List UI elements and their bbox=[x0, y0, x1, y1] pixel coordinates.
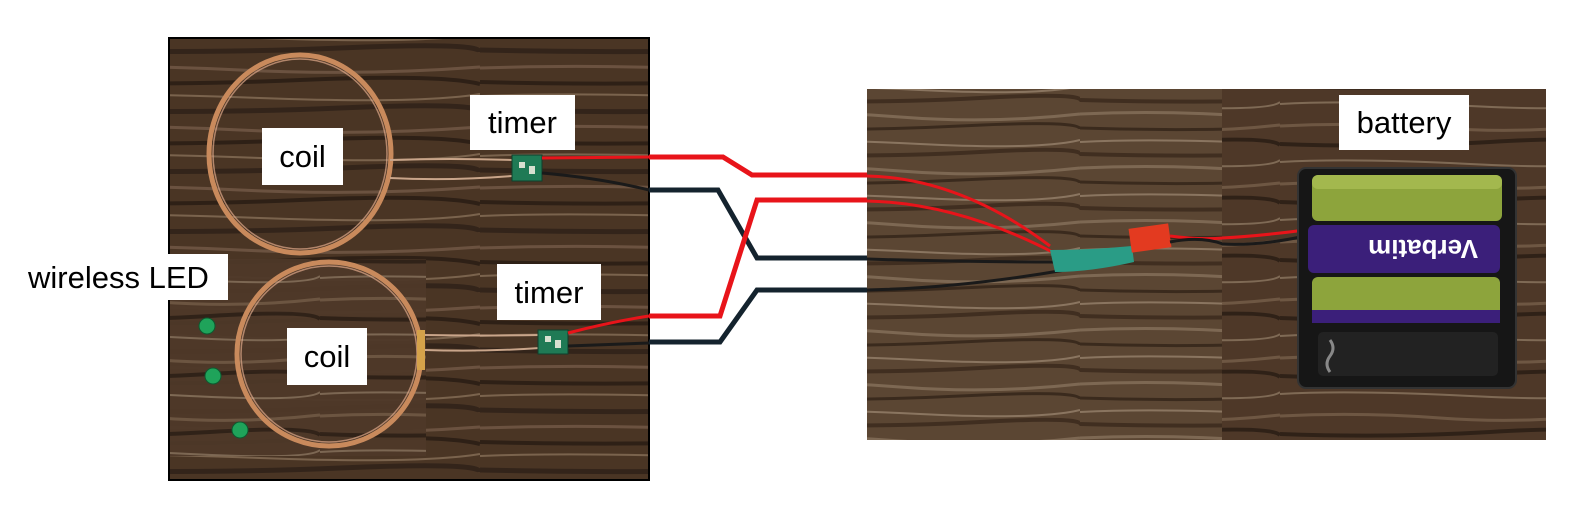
battery-label: battery bbox=[1339, 95, 1469, 150]
led-3 bbox=[231, 421, 249, 439]
top-timer-board bbox=[511, 154, 543, 182]
timer-bottom-label: timer bbox=[497, 264, 601, 320]
left-photo-panel bbox=[168, 37, 650, 481]
top-coil bbox=[206, 52, 394, 256]
wireless-led-label: wireless LED bbox=[28, 254, 228, 300]
timer-top-label: timer bbox=[470, 95, 575, 150]
wire-navy-bottom bbox=[649, 287, 867, 345]
connecting-wires bbox=[649, 154, 867, 345]
led-1 bbox=[198, 317, 216, 335]
heat-shrink bbox=[1050, 246, 1134, 272]
battery-photo-panel: Verbatim bbox=[1221, 89, 1546, 440]
battery-brand-text: Verbatim bbox=[1368, 234, 1478, 264]
led-2 bbox=[204, 367, 222, 385]
battery-cell-2 bbox=[1308, 225, 1500, 273]
wire-red-top bbox=[649, 154, 867, 178]
bottom-timer-board bbox=[537, 329, 569, 355]
battery-slot-empty bbox=[1318, 332, 1498, 376]
wire-photo-panel bbox=[866, 89, 1224, 440]
wire-navy-top bbox=[649, 187, 867, 261]
coil-bottom-label: coil bbox=[287, 328, 367, 385]
coil-top-label: coil bbox=[262, 128, 343, 185]
wire-red-bottom bbox=[649, 197, 867, 319]
jst-connector bbox=[1128, 223, 1172, 253]
